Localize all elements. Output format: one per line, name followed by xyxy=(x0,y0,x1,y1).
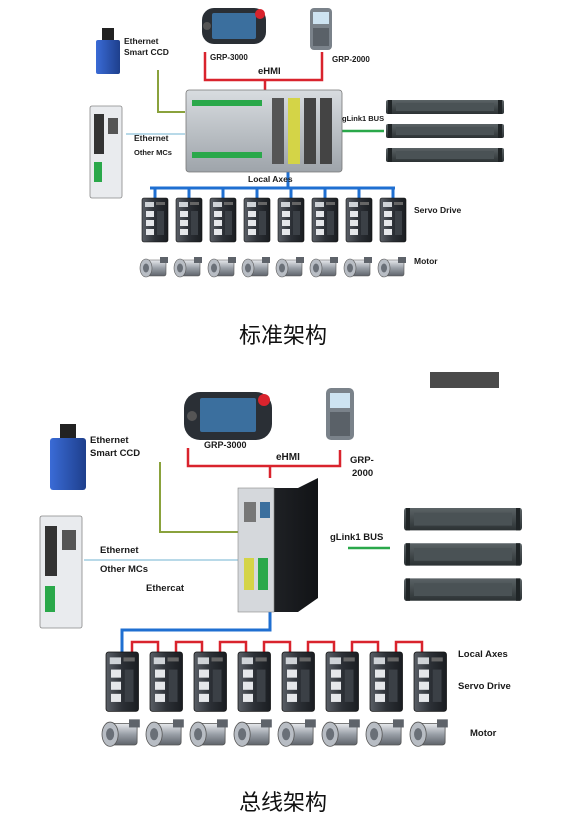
motor-label-bottom: Motor xyxy=(470,728,497,739)
servo-drives-bottom xyxy=(105,651,448,713)
motor xyxy=(233,718,273,748)
grp3000-pendant-top xyxy=(202,8,266,44)
motor xyxy=(145,718,185,748)
servo-drive xyxy=(193,651,228,713)
local-axes-drops-top xyxy=(153,188,395,198)
glink-label-top: gLink1 BUS xyxy=(342,114,384,123)
glink-module-top-3 xyxy=(386,148,504,162)
grp3000-label-bottom: GRP-3000 xyxy=(204,440,247,450)
ethercat-daisy-chain xyxy=(130,640,424,656)
servo-drive-label-bottom: Servo Drive xyxy=(458,681,511,692)
servo-drive xyxy=(311,197,339,243)
ethercat-link xyxy=(130,640,160,656)
servo-drive xyxy=(281,651,316,713)
smart-ccd-camera-bottom xyxy=(50,424,86,490)
ethercat-link xyxy=(350,640,380,656)
servo-drive xyxy=(243,197,271,243)
servo-drive xyxy=(325,651,360,713)
motor xyxy=(321,718,361,748)
bottom-caption: 总线架构 xyxy=(239,791,327,816)
motor xyxy=(343,256,373,278)
ethercat-link-bottom xyxy=(120,612,272,652)
motor xyxy=(409,718,449,748)
ehmi-link-bottom xyxy=(186,448,342,468)
motors-top xyxy=(139,256,407,278)
other-mc-controller-bottom xyxy=(39,515,83,629)
grp2000-label-bottom-2: 2000 xyxy=(352,468,373,479)
servo-drive xyxy=(277,197,305,243)
motor xyxy=(207,256,237,278)
ethernet-mc-label-top: Ethernet xyxy=(134,133,169,143)
servo-drive xyxy=(369,651,404,713)
ehmi-label-bottom: eHMI xyxy=(276,452,300,463)
motor xyxy=(241,256,271,278)
grp2000-pendant-top xyxy=(310,8,332,50)
glink-label-bottom: gLink1 BUS xyxy=(330,532,383,543)
motor-label-top: Motor xyxy=(414,256,438,266)
bottom-diagram: GRP-3000 eHMI GRP- 2000 Ethernet Smart C… xyxy=(39,372,522,816)
motor xyxy=(139,256,169,278)
servo-drive xyxy=(141,197,169,243)
grp2000-pendant-bottom xyxy=(326,388,354,440)
main-controller-top xyxy=(185,89,343,173)
glink-module-top-2 xyxy=(386,124,504,138)
other-mc-controller-top xyxy=(89,105,123,199)
smart-ccd-label-bottom: Smart CCD xyxy=(90,448,140,459)
motor xyxy=(101,718,141,748)
ehmi-label-top: eHMI xyxy=(258,66,281,77)
ethercat-link xyxy=(174,640,204,656)
smart-ccd-camera-top xyxy=(96,28,120,74)
ethercat-label-bottom: Ethercat xyxy=(146,583,185,594)
motor xyxy=(277,718,317,748)
smart-ccd-label-top: Smart CCD xyxy=(124,47,169,57)
servo-drive xyxy=(237,651,272,713)
top-diagram: GRP-3000 eHMI GRP-2000 Ethernet Smart CC… xyxy=(89,8,504,349)
ccd-link-top xyxy=(157,70,185,113)
ehmi-link-top xyxy=(203,52,324,82)
ethernet-ccd-label-top: Ethernet xyxy=(124,36,159,46)
servo-drive xyxy=(105,651,140,713)
glink-module-top-1 xyxy=(386,100,504,114)
motor xyxy=(189,718,229,748)
servo-drive-label-top: Servo Drive xyxy=(414,205,462,215)
ethercat-link xyxy=(306,640,336,656)
other-mcs-label-top: Other MCs xyxy=(134,148,172,157)
grp2000-label-bottom-1: GRP- xyxy=(350,455,374,466)
ccd-link-bottom xyxy=(159,462,238,533)
motor xyxy=(365,718,405,748)
ethernet-ccd-label-bottom: Ethernet xyxy=(90,435,129,446)
motors-bottom xyxy=(101,718,449,748)
ethercat-link xyxy=(394,640,424,656)
glink-modules-bottom xyxy=(404,508,522,601)
local-axes-label-bottom: Local Axes xyxy=(458,649,508,660)
motor xyxy=(275,256,305,278)
servo-drive xyxy=(175,197,203,243)
grp2000-label-top: GRP-2000 xyxy=(332,55,370,64)
main-controller-bottom xyxy=(237,478,318,613)
motor xyxy=(377,256,407,278)
ethercat-link xyxy=(262,640,292,656)
motor xyxy=(173,256,203,278)
servo-drive xyxy=(345,197,373,243)
redacted-bar xyxy=(430,372,499,388)
servo-drive xyxy=(149,651,184,713)
other-mcs-label-bottom: Other MCs xyxy=(100,564,148,575)
ethernet-mc-label-bottom: Ethernet xyxy=(100,545,139,556)
grp3000-label-top: GRP-3000 xyxy=(210,53,248,62)
servo-drive xyxy=(209,197,237,243)
ethercat-link xyxy=(218,640,248,656)
grp3000-pendant-bottom xyxy=(184,392,272,440)
local-axes-label-top: Local Axes xyxy=(248,174,293,184)
motor xyxy=(309,256,339,278)
servo-drive xyxy=(379,197,407,243)
servo-drive xyxy=(413,651,448,713)
servo-drives-top xyxy=(141,197,407,243)
top-caption: 标准架构 xyxy=(239,324,327,349)
